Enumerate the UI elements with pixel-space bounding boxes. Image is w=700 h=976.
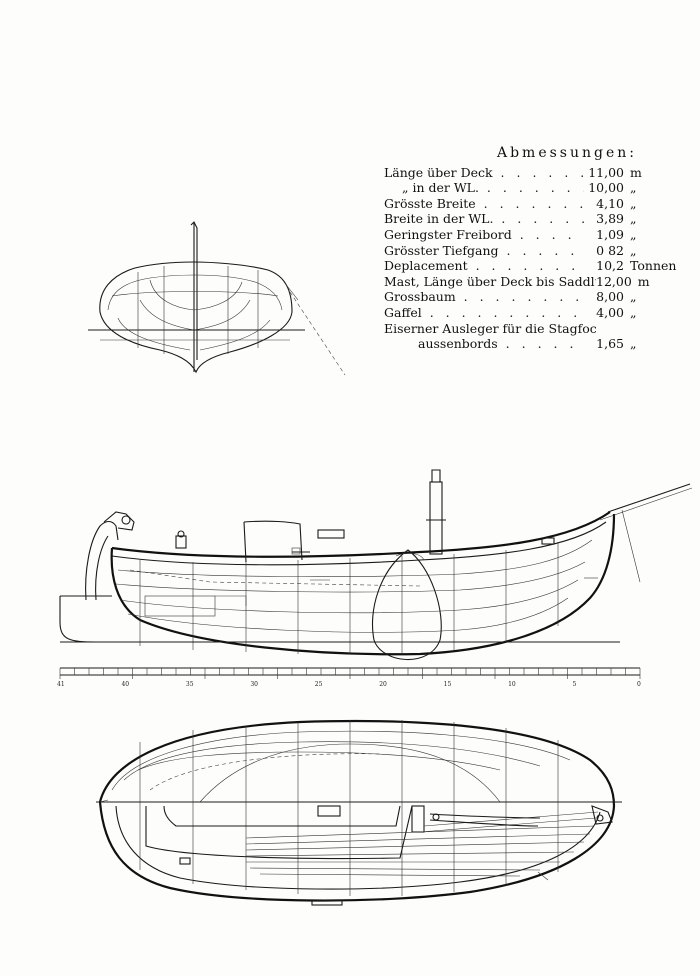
dimension-label-text: Eiserner Ausleger für die Stagfock: [384, 320, 596, 336]
deck-planking: [245, 811, 599, 877]
dimension-label-text: aussenbords: [418, 336, 498, 352]
dimension-unit: m: [637, 273, 650, 289]
dimension-value: 12,00: [596, 273, 632, 289]
dimension-unit: „: [630, 304, 637, 320]
dimension-label: Geringster Freibord . . . . . .: [384, 227, 584, 243]
dimension-label: Eiserner Ausleger für die Stagfock: [384, 321, 596, 337]
dimension-value: 8,00: [596, 289, 624, 305]
dimension-unit: „: [630, 336, 637, 352]
dimension-label: Deplacement . . . . . . .: [384, 258, 584, 274]
dimension-label: Grossbaum . . . . . . . . .: [384, 289, 584, 305]
dimension-row: aussenbords . . . . . . 1,65 „: [384, 336, 684, 352]
dimension-value: 10,00: [588, 180, 624, 196]
scale-label: 20: [379, 681, 387, 688]
dimension-row: Länge über Deck . . . . . . . .11,00 m: [384, 165, 684, 181]
dimension-row: Eiserner Ausleger für die Stagfock: [384, 321, 684, 337]
dimension-unit: „: [630, 195, 637, 211]
dimension-leader-dots: . . . . . . . . . .: [421, 304, 582, 320]
scale-label: 25: [315, 681, 323, 688]
dimension-leader-dots: . . . . . . . .: [500, 164, 584, 180]
dimension-row: Geringster Freibord . . . . . . 1,09 „: [384, 227, 684, 243]
dimension-label: „ in der WL. . . . . . . . .: [384, 180, 584, 196]
dimensions-title: Abmessungen:: [496, 145, 637, 161]
body-plan: [88, 221, 346, 376]
dimension-leader-dots: . . . . . .: [519, 226, 584, 242]
scale-bar: 41 40 35 30 25 20 15 10 5 0: [57, 667, 641, 688]
dimension-value: 4,10: [596, 195, 624, 211]
dimension-value: 1,65: [596, 336, 624, 352]
dimension-label-text: Gaffel: [384, 304, 422, 320]
dimension-leader-dots: . . . . . . . . .: [463, 289, 584, 305]
dimension-leader-dots: . . . . . . . .: [486, 180, 584, 196]
dimension-unit: „: [630, 211, 637, 227]
dimension-value: 3,89: [596, 211, 624, 227]
dimension-row: Gaffel . . . . . . . . . . 4,00 „: [384, 305, 684, 321]
dimension-label: Breite in der WL. . . . . . . .: [384, 211, 584, 227]
dimension-label-text: Breite in der WL.: [384, 211, 494, 227]
scale-label: 10: [508, 681, 516, 688]
dimensions-table: Abmessungen: Länge über Deck . . . . . .…: [384, 145, 684, 352]
scale-label: 35: [186, 681, 194, 688]
scale-label: 40: [121, 681, 129, 688]
scale-label: 41: [57, 681, 65, 688]
dimension-label-text: Geringster Freibord: [384, 226, 512, 242]
dimension-leader-dots: . . . . . . .: [501, 211, 584, 227]
dimension-row: Grösster Tiefgang . . . . . . 0 82 „: [384, 243, 684, 259]
dimension-unit: „: [630, 226, 637, 242]
dimension-leader-dots: . . . . . .: [497, 336, 584, 352]
dimension-unit: m: [630, 164, 642, 180]
scale-label: 0: [637, 681, 641, 688]
dimension-label: Grösster Tiefgang . . . . . .: [384, 243, 584, 259]
dimension-row: Grossbaum . . . . . . . . . 8,00 „: [384, 289, 684, 305]
scale-label: 5: [573, 681, 577, 688]
dimension-value: 10,2: [596, 258, 624, 274]
scale-label: 30: [250, 681, 258, 688]
dimension-label-text: Grossbaum: [384, 289, 456, 305]
dimension-value: 0 82: [596, 242, 624, 258]
dimension-leader-dots: . . . . . .: [506, 242, 584, 258]
dimensions-rows: Länge über Deck . . . . . . . .11,00m„ i…: [384, 165, 684, 352]
scale-label: 15: [444, 681, 452, 688]
dimension-label-text: Grösste Breite: [384, 195, 476, 211]
dimension-row: Deplacement . . . . . . . 10,2 Tonnen: [384, 258, 684, 274]
dimension-unit: „: [630, 180, 637, 196]
dimension-label: aussenbords . . . . . .: [384, 336, 584, 352]
dimension-label: Grösste Breite . . . . . . . .: [384, 196, 584, 212]
dimension-row: „ in der WL. . . . . . . . .10,00 „: [384, 180, 684, 196]
dimension-label-text: Grösster Tiefgang: [384, 242, 499, 258]
dimension-label: Gaffel . . . . . . . . . .: [384, 305, 584, 321]
dimension-value: 11,00: [588, 164, 624, 180]
dimension-leader-dots: . . . . . . . .: [483, 195, 584, 211]
dimension-leader-dots: . . . . . . .: [467, 258, 580, 274]
dimension-row: Breite in der WL. . . . . . . . 3,89 „: [384, 211, 684, 227]
dimension-value: 1,09: [596, 226, 624, 242]
scale-labels: 41 40 35 30 25 20 15 10 5 0: [57, 681, 641, 688]
dimension-label: Mast, Länge über Deck bis Saddlung: [384, 274, 596, 290]
dimension-unit: Tonnen: [630, 258, 677, 274]
dimension-label-text: Deplacement: [384, 258, 468, 274]
dimension-label-text: Länge über Deck: [384, 164, 493, 180]
dimension-unit: „: [630, 289, 637, 305]
dimension-label: Länge über Deck . . . . . . . .: [384, 165, 584, 181]
deck-plan: [96, 719, 622, 906]
dimension-label-text: „ in der WL.: [402, 180, 479, 196]
dimension-value: 4,00: [596, 304, 624, 320]
scale-ticks: [59, 668, 641, 679]
dimension-unit: „: [630, 242, 637, 258]
profile-plan: [59, 469, 693, 661]
dimension-label-text: Mast, Länge über Deck bis Saddlung: [384, 273, 596, 289]
dimension-row: Grösste Breite . . . . . . . . 4,10 „: [384, 196, 684, 212]
